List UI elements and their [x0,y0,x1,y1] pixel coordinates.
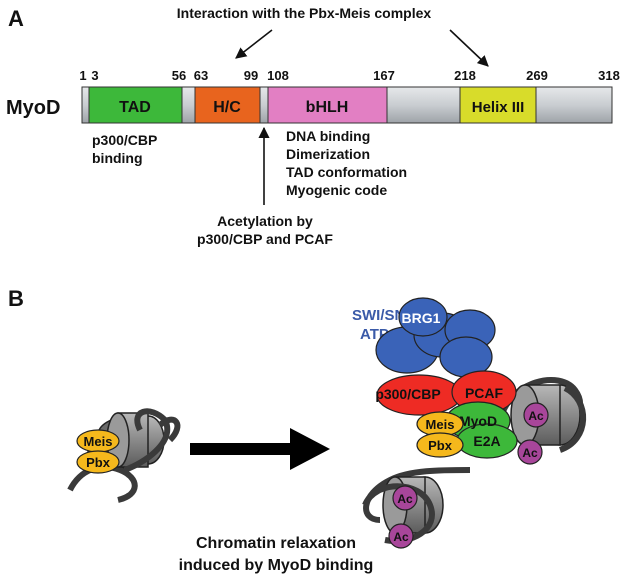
panel-b-letter: B [8,286,24,311]
bhlh-note-tad-conformation: TAD conformation [286,164,407,180]
tad-label: TAD [119,99,151,116]
meis-right-label: Meis [426,417,455,432]
meis-left-label: Meis [84,434,113,449]
e2a-label: E2A [473,433,500,449]
pbx-right [416,432,464,458]
caption-line2: induced by MyoD binding [179,557,374,574]
bhlh-note-dna-binding: DNA binding [286,128,370,144]
panel-a-letter: A [8,6,24,31]
pos-99: 99 [244,68,258,83]
arrow-to-helix3 [449,29,489,67]
pos-108: 108 [267,68,289,83]
tad-note-line1: p300/CBP [92,132,157,148]
ac-mark-2 [517,439,543,465]
pbx-left [76,450,120,474]
brg1-complex [375,297,496,378]
bhlh-note-dimerization: Dimerization [286,146,370,162]
pcaf-label: PCAF [465,385,504,401]
myod-label: MyoD [6,97,60,119]
pos-1: 1 [79,68,86,83]
helix3-label: Helix III [472,99,525,116]
ac-label-1: Ac [528,409,544,423]
pos-269: 269 [526,68,548,83]
arrow-to-hc [235,29,273,59]
pos-167: 167 [373,68,395,83]
ac-mark-4 [388,523,414,549]
pbx-left-label: Pbx [86,455,111,470]
pos-218: 218 [454,68,476,83]
ac-label-4: Ac [393,530,409,544]
hc-domain [194,86,261,124]
acetylation-note-line2: p300/CBP and PCAF [197,231,333,247]
helix3-domain [459,86,537,124]
bhlh-note-myogenic-code: Myogenic code [286,182,387,198]
pbx-right-label: Pbx [428,438,453,453]
position-numbers: 1 3 56 63 99 108 167 218 269 318 [79,68,619,83]
hc-label: H/C [213,99,241,116]
pos-3: 3 [91,68,98,83]
caption-line1: Chromatin relaxation [196,535,356,552]
myod-complex-label: MyoD [459,413,497,429]
brg1-label: BRG1 [402,310,441,326]
p300cbp-label: p300/CBP [375,386,440,402]
acetyl-marks [388,402,549,549]
ac-label-3: Ac [397,492,413,506]
ac-mark-3 [392,485,418,511]
pos-56: 56 [172,68,186,83]
ac-label-2: Ac [522,446,538,460]
acetylation-note-line1: Acetylation by [217,213,313,229]
pos-63: 63 [194,68,208,83]
ac-mark-1 [523,402,549,428]
transition-arrow [190,428,330,470]
tad-domain [88,86,183,124]
pbx-meis-interaction-label: Interaction with the Pbx-Meis complex [177,5,432,21]
tad-note-line2: binding [92,150,143,166]
bhlh-domain [267,86,388,124]
bhlh-label: bHLH [306,99,349,116]
pos-318: 318 [598,68,620,83]
